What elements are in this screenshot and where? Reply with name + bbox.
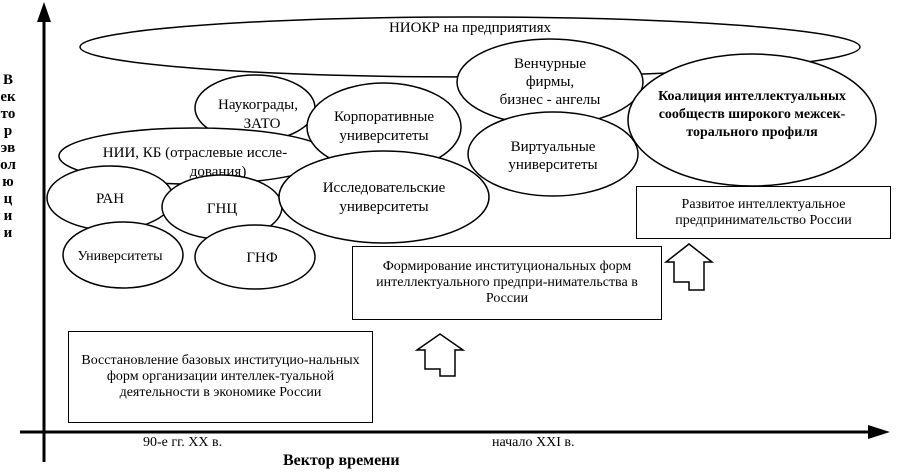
box-restore-text: Восстановление базовых институцио-нальны… <box>81 353 360 400</box>
ellipse-venture-line3: бизнес - ангелы <box>500 92 601 108</box>
y-axis-arrow <box>37 2 51 22</box>
ellipse-venture-line1: Венчурные <box>514 56 586 72</box>
ellipse-gnf <box>194 224 316 290</box>
x-tick-21c: начало XXI в. <box>492 435 575 450</box>
x-tick-90s: 90-е гг. XX в. <box>143 435 223 450</box>
step-arrow-1 <box>414 333 466 377</box>
x-axis-label: Вектор времени <box>283 452 400 469</box>
box-formation: Формирование институциональных форм инте… <box>352 246 662 320</box>
ellipse-gnc-label: ГНЦ <box>207 201 238 217</box>
ellipse-ran-label: РАН <box>96 191 124 207</box>
ellipse-corporate-line1: Корпоративные <box>334 109 434 125</box>
ellipse-gnf-label: ГНФ <box>246 250 278 266</box>
ellipse-venture-line2: фирмы, <box>526 74 574 90</box>
ellipse-naukogrady-line2: ЗАТО <box>244 116 281 132</box>
ellipse-virtual <box>467 111 639 197</box>
ellipse-coalition-line2: сообществ широкого межсек- <box>659 107 846 122</box>
ellipse-research-line1: Исследовательские <box>323 180 446 196</box>
ellipse-corporate-line2: университеты <box>339 128 428 144</box>
ellipse-research-line2: университеты <box>339 199 428 215</box>
ellipse-naukogrady-line1: Наукограды, <box>218 97 298 113</box>
ellipse-virtual-line2: университеты <box>508 157 597 173</box>
ellipse-virtual-line1: Виртуальные <box>511 139 596 155</box>
box-restore: Восстановление базовых институцио-нальны… <box>68 331 373 423</box>
box-formation-text: Формирование институциональных форм инте… <box>376 259 638 306</box>
ellipse-nii-line1: НИИ, КБ (отраслевые иссле- <box>103 145 287 161</box>
ellipse-niokr-label: НИОКР на предприятиях <box>389 20 552 36</box>
ellipse-universities-label: Университеты <box>78 249 164 264</box>
ellipse-research <box>278 150 490 244</box>
ellipse-universities <box>62 221 184 289</box>
y-axis-label: Вектор эволюции <box>0 72 16 241</box>
ellipse-coalition-line3: торального профиля <box>686 125 818 140</box>
ellipse-coalition-line1: Коалиция интеллектуальных <box>658 89 846 104</box>
x-axis-arrow <box>868 425 890 439</box>
step-arrow-2 <box>663 243 715 291</box>
box-developed: Развитое интеллектуальное предпринимател… <box>636 186 891 239</box>
box-developed-text: Развитое интеллектуальное предпринимател… <box>675 196 852 228</box>
